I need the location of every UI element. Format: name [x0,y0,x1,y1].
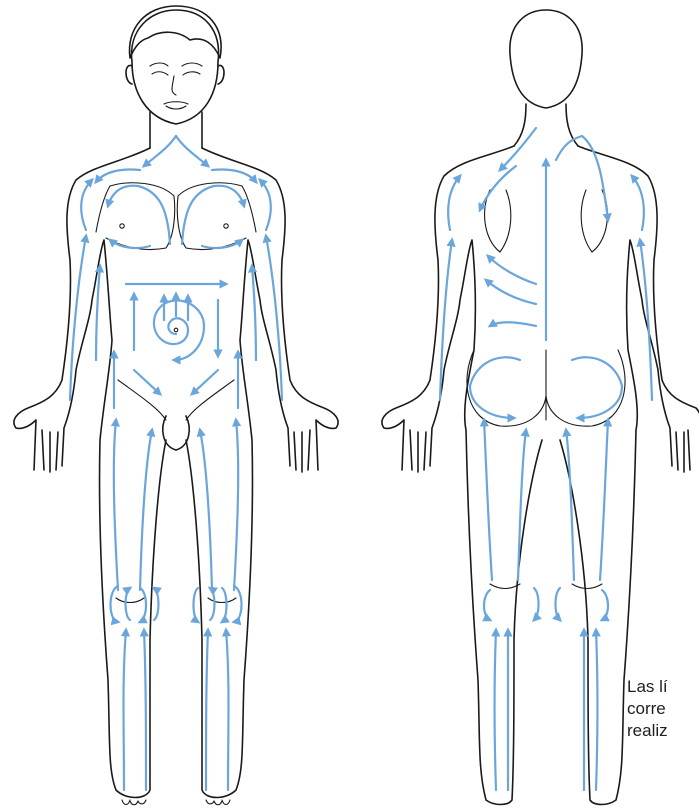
caption-text: Las lí corre realiz [627,676,699,742]
back-lymph-flow [440,128,652,790]
caption-line-2: corre [627,698,699,720]
front-body-figure [14,6,338,805]
front-lymph-flow [70,136,282,790]
caption-line-3: realiz [627,720,699,742]
caption-line-1: Las lí [627,676,699,698]
